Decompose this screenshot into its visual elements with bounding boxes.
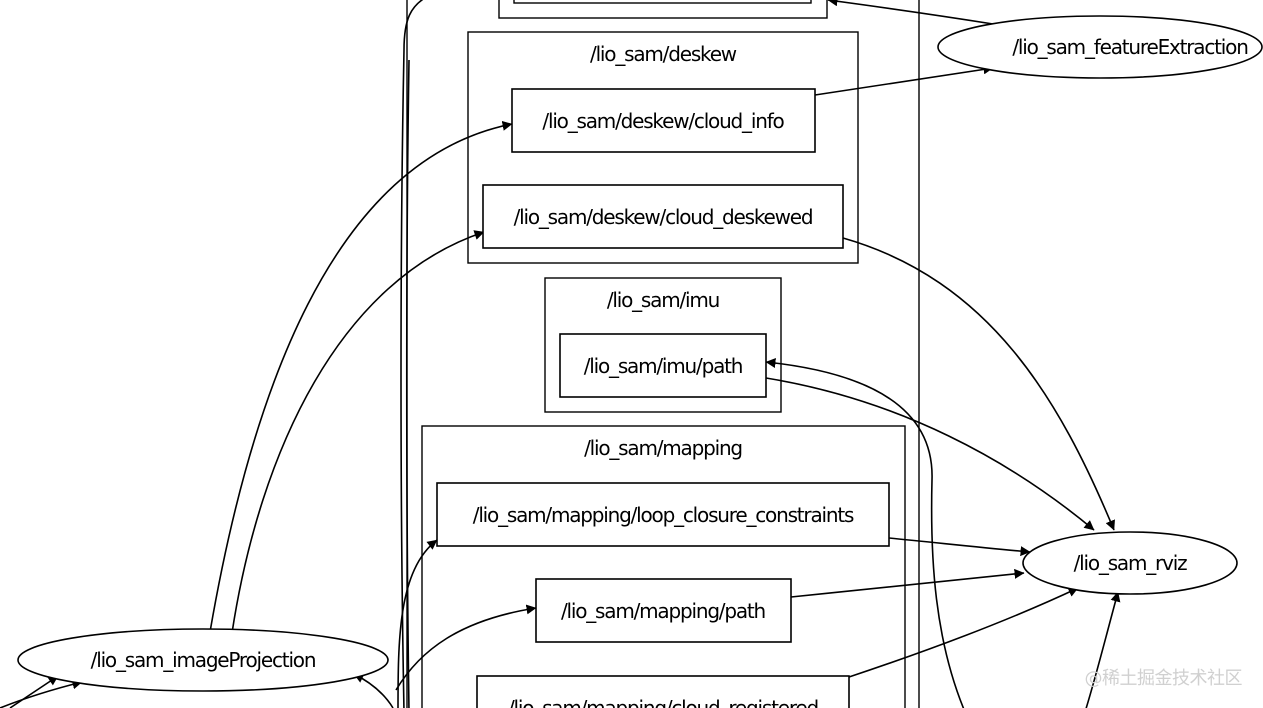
cluster-imu: /lio_sam/imu <box>544 277 782 413</box>
edge-proj-to-deskewed <box>231 230 485 634</box>
topic-mapping-path-label: /lio_sam/mapping/path <box>561 599 765 623</box>
topic-imu-path-label: /lio_sam/imu/path <box>584 354 743 378</box>
topic-deskew-cloud-info-label: /lio_sam/deskew/cloud_info <box>542 109 784 133</box>
topic-mapping-cloud-registered-label: /lio_sam/mapping/cloud_registered <box>508 696 818 708</box>
inner-cluster-border <box>498 0 828 19</box>
edge-proj-to-cloudinfo <box>209 120 513 633</box>
node-image-projection[interactable]: /lio_sam_imageProjection <box>17 628 389 692</box>
node-rviz-label: /lio_sam_rviz <box>1074 551 1187 575</box>
node-feature-extraction[interactable]: /lio_sam_featureExtraction <box>937 15 1263 79</box>
edge-cloudinfo-to-feature <box>814 64 994 96</box>
topic-mapping-cloud-registered[interactable]: /lio_sam/mapping/cloud_registered <box>476 675 850 708</box>
edge-to-mappath <box>395 604 537 691</box>
node-image-projection-label: /lio_sam_imageProjection <box>91 648 316 672</box>
edge-rviz-to-imupath <box>765 358 965 708</box>
edge-deskewed-to-rviz <box>842 237 1115 531</box>
watermark-text: @稀土掘金技术社区 <box>1085 668 1243 689</box>
edge-vertical-right <box>405 59 410 708</box>
inner-cluster-node-border <box>513 0 812 4</box>
topic-imu-path[interactable]: /lio_sam/imu/path <box>559 333 767 398</box>
node-rviz[interactable]: /lio_sam_rviz <box>1022 531 1238 595</box>
edge-left-into-proj <box>0 679 83 708</box>
cluster-mapping-label: /lio_sam/mapping <box>584 436 742 460</box>
edge-imupath-to-rviz <box>765 377 1095 531</box>
topic-mapping-loop-closure-label: /lio_sam/mapping/loop_closure_constraint… <box>473 503 854 527</box>
edge-registered-to-rviz <box>848 587 1079 678</box>
cluster-deskew: /lio_sam/deskew <box>467 31 859 264</box>
topic-deskew-cloud-deskewed-label: /lio_sam/deskew/cloud_deskewed <box>514 205 813 229</box>
topic-deskew-cloud-deskewed[interactable]: /lio_sam/deskew/cloud_deskewed <box>482 184 844 249</box>
edge-bottom-to-rviz <box>1085 591 1121 708</box>
edge-mappath-to-rviz <box>790 568 1025 598</box>
cluster-imu-label: /lio_sam/imu <box>607 288 719 312</box>
edge-left-into-proj-2 <box>9 675 59 708</box>
edges <box>0 0 1121 708</box>
cluster-deskew-label: /lio_sam/deskew <box>590 42 737 66</box>
edge-feature-to-top <box>827 0 994 25</box>
topic-mapping-path[interactable]: /lio_sam/mapping/path <box>535 578 792 643</box>
topic-mapping-loop-closure[interactable]: /lio_sam/mapping/loop_closure_constraint… <box>436 482 890 547</box>
edge-vertical-left <box>400 0 424 708</box>
edge-loop-to-rviz <box>888 537 1031 557</box>
cluster-mapping: /lio_sam/mapping <box>421 425 906 708</box>
edge-to-proj <box>353 673 394 708</box>
node-feature-extraction-label: /lio_sam_featureExtraction <box>1012 35 1247 59</box>
topic-deskew-cloud-info[interactable]: /lio_sam/deskew/cloud_info <box>511 88 816 153</box>
